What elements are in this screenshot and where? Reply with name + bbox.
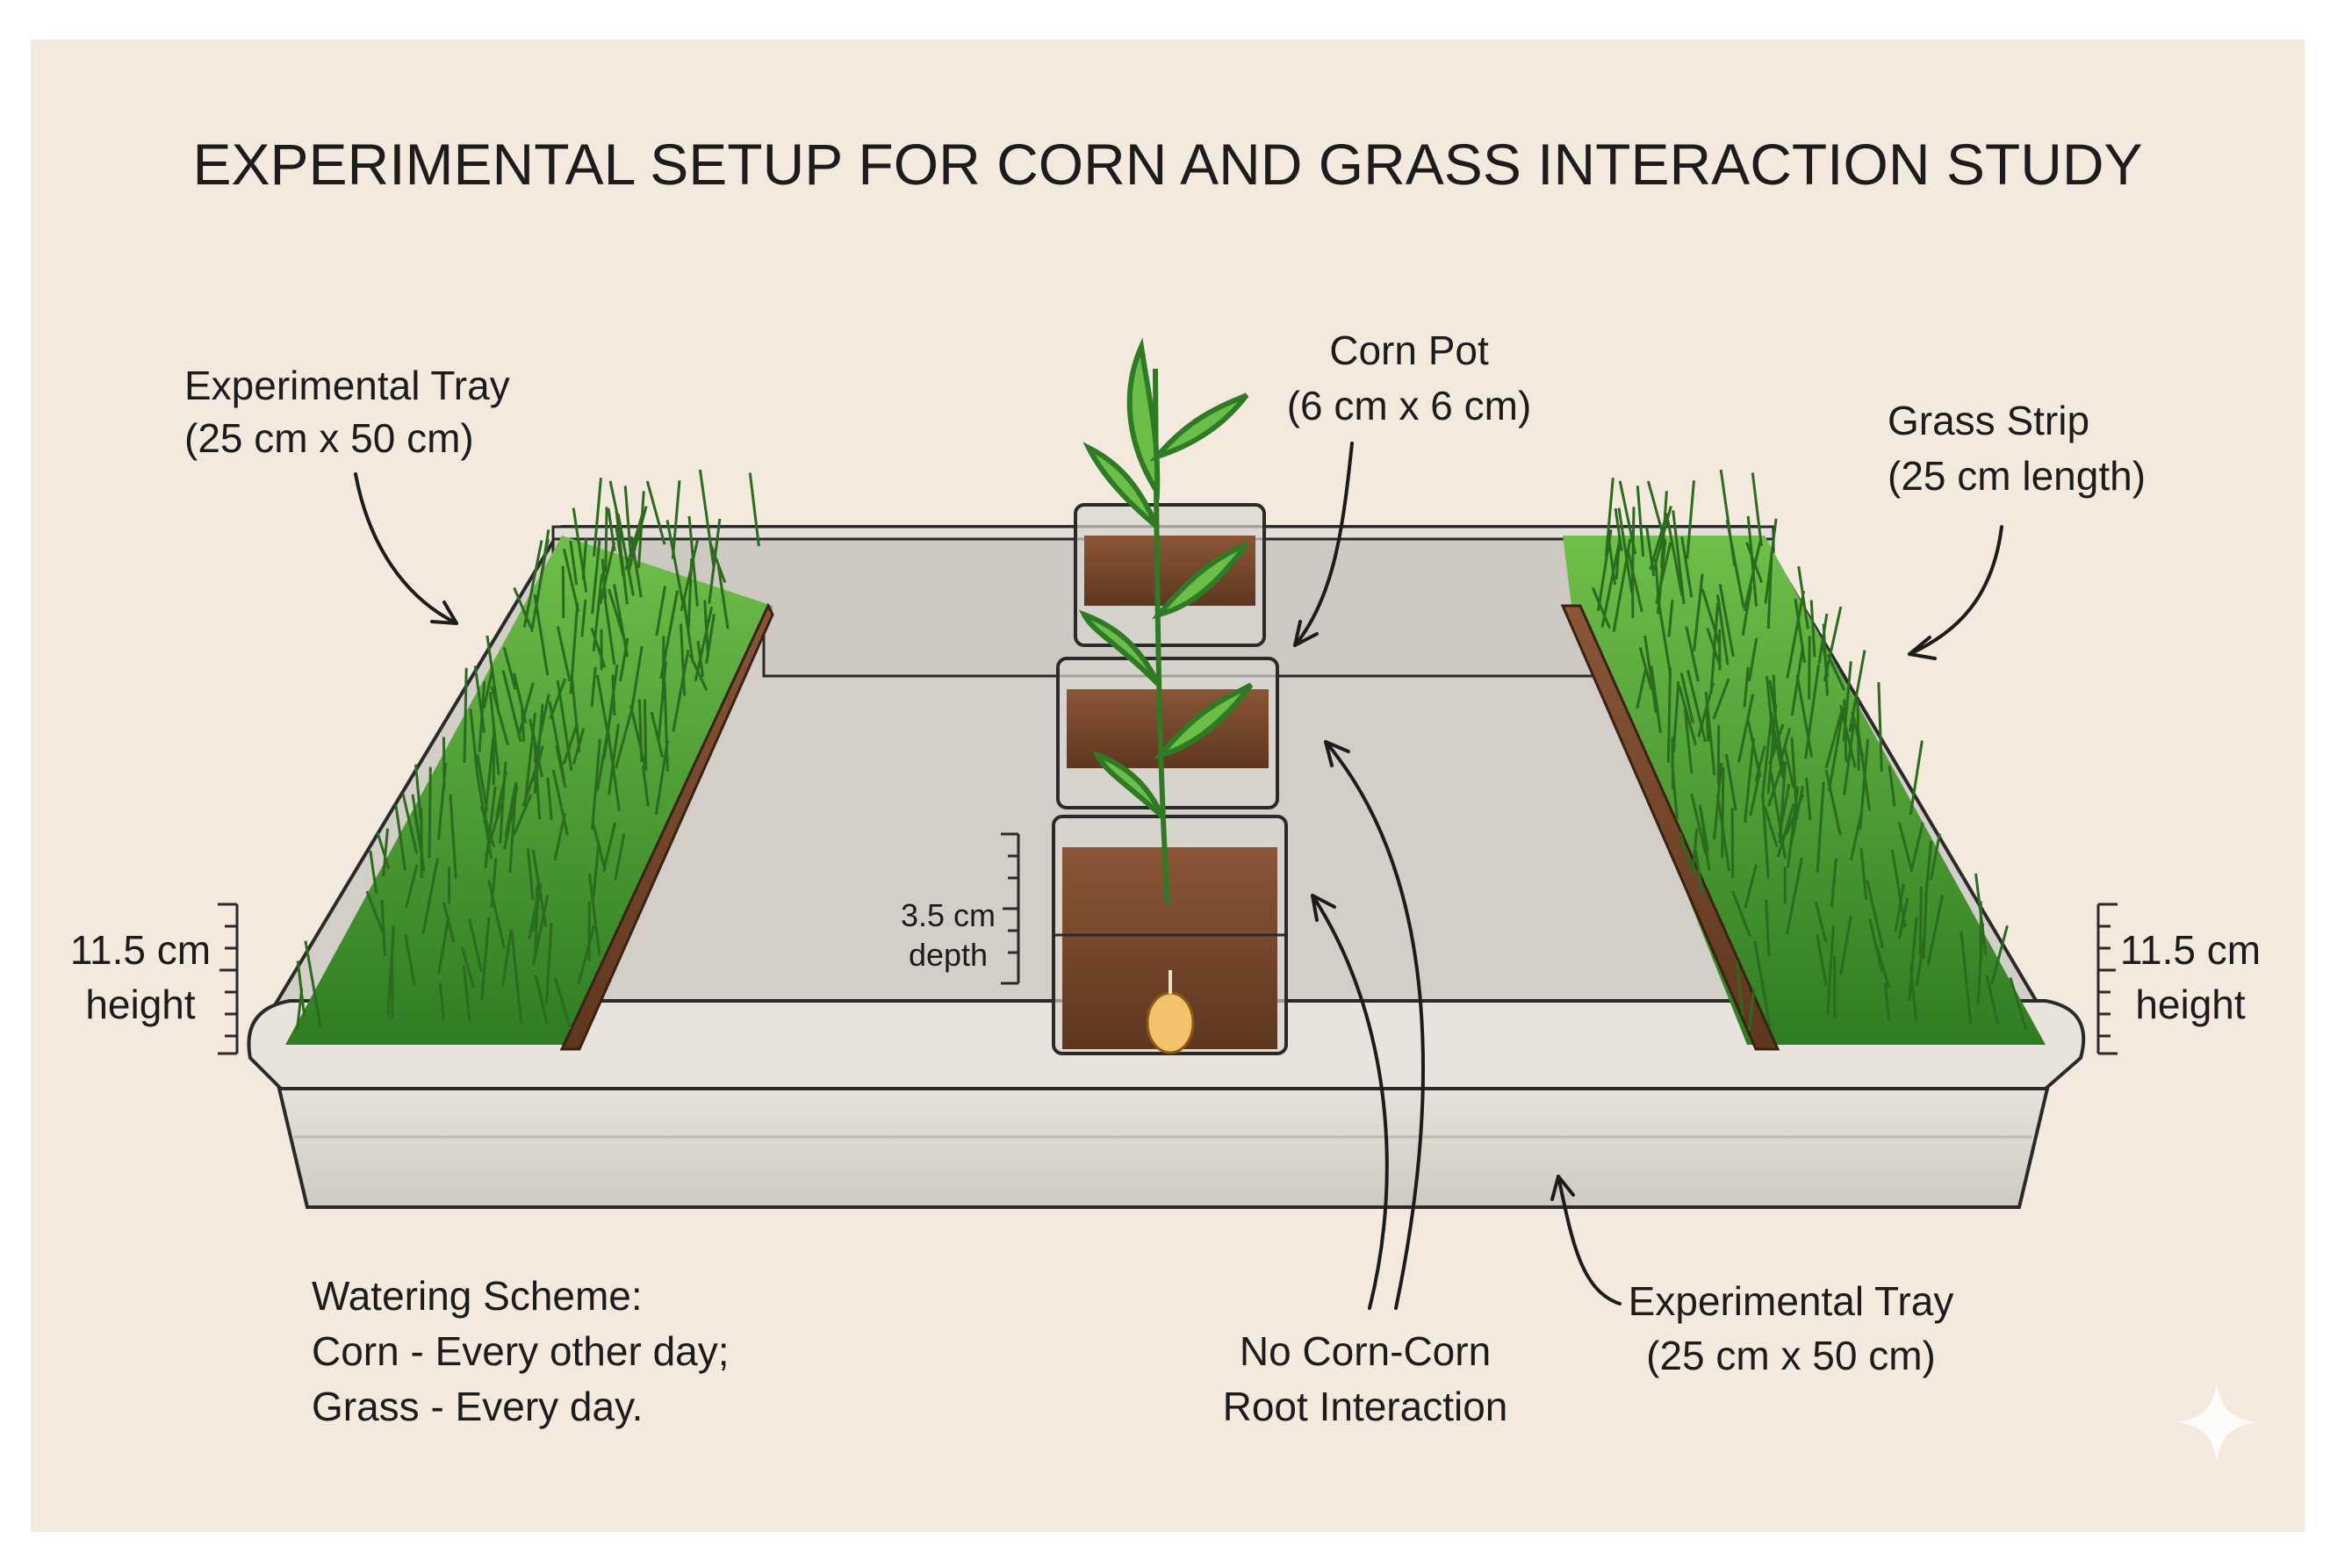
label-corn-pot-line1: Corn Pot [1329,327,1489,373]
corn-pot-middle [1056,657,1279,809]
label-height-right: 11.5 cm height [2120,927,2261,1027]
label-height-right-line1: 11.5 cm [2120,927,2261,973]
label-tray-bottom-right-line1: Experimental Tray [1629,1278,1954,1324]
annotation-arrows [354,442,2003,1310]
label-grass-strip-line2: (25 cm length) [1888,453,2146,499]
label-height-left: 11.5 cm height [70,927,211,1027]
soil-right [1560,604,1780,1051]
ruler-right [2096,903,2118,1055]
arrow-tray-top-left [354,472,458,625]
arrow-root-front [1311,894,1389,1310]
sparkle-icon [2177,1383,2256,1462]
corn-pot-back [1074,503,1266,647]
corn-pot-front [1052,815,1288,1055]
label-depth-line1: 3.5 cm [901,897,996,933]
label-tray-top-left-line1: Experimental Tray [184,363,510,408]
label-tray-top-left-line2: (25 cm x 50 cm) [184,415,474,461]
label-no-root-interaction: No Corn-Corn Root Interaction [1223,1328,1508,1429]
label-grass-strip-line1: Grass Strip [1888,398,2089,443]
label-height-left-line2: height [85,982,196,1027]
ruler-depth [1001,832,1020,985]
label-depth-line2: depth [909,937,988,973]
label-corn-pot: Corn Pot (6 cm x 6 cm) [1287,327,1532,428]
grass-strip-left [285,469,774,1051]
label-no-root-line1: No Corn-Corn [1240,1328,1491,1374]
ruler-left [218,903,239,1055]
label-tray-bottom-right-line2: (25 cm x 50 cm) [1646,1333,1936,1378]
tray-front-face [277,1087,2050,1209]
grass-blades-right [1591,469,2028,1031]
page-title: EXPERIMENTAL SETUP FOR CORN AND GRASS IN… [192,132,2142,197]
corn-seed [1146,991,1195,1054]
label-watering-line1: Watering Scheme: [312,1273,643,1319]
grass-blades-left [295,469,760,1031]
grass-strip-right [1560,469,2046,1051]
label-watering: Watering Scheme: Corn - Every other day;… [312,1273,730,1429]
arrow-corn-pot [1293,442,1354,647]
label-no-root-line2: Root Interaction [1223,1384,1508,1429]
arrow-grass-strip [1908,525,2003,656]
label-tray-top-left: Experimental Tray (25 cm x 50 cm) [184,363,510,461]
arrow-tray-bottom-right [1557,1175,1622,1305]
corn-plant [1078,337,1254,905]
label-height-right-line2: height [2135,982,2246,1027]
label-watering-line3: Grass - Every day. [312,1384,643,1429]
label-corn-pot-line2: (6 cm x 6 cm) [1287,383,1532,428]
label-tray-bottom-right: Experimental Tray (25 cm x 50 cm) [1629,1278,1954,1378]
arrow-root-middle [1324,740,1425,1310]
label-watering-line2: Corn - Every other day; [312,1328,730,1374]
label-grass-strip: Grass Strip (25 cm length) [1888,398,2146,499]
label-height-left-line1: 11.5 cm [70,927,211,973]
label-depth: 3.5 cm depth [901,897,996,973]
corn-pots [1052,337,1288,1055]
soil-left [559,602,774,1051]
